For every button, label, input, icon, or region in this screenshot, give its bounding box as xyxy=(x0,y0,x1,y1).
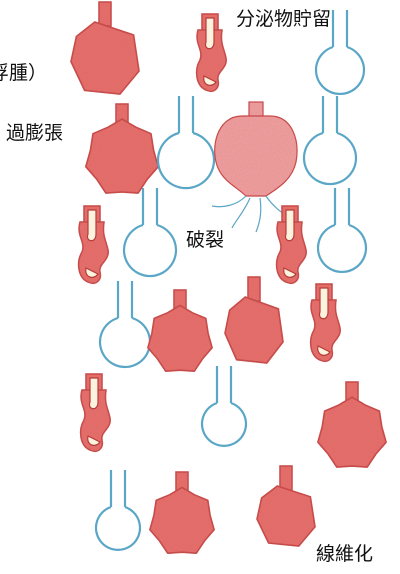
ruptured-acinus-icon xyxy=(211,101,298,233)
fibrotic-acinus-icon xyxy=(256,465,316,547)
overdistended-acinus-icon xyxy=(317,381,387,468)
overdistended-acinus-icon xyxy=(147,289,213,372)
label-secretion-retention: 分泌物貯留 xyxy=(236,8,332,30)
secretion-filled-acinus-icon xyxy=(79,373,111,452)
secretion-filled-acinus-icon xyxy=(309,283,341,362)
empty-alveolus-icon xyxy=(302,96,358,186)
empty-alveolus-icon xyxy=(316,188,368,274)
overdistended-acinus-icon xyxy=(85,103,159,194)
empty-alveolus-icon xyxy=(200,366,248,447)
label-overdistension: 過膨張 xyxy=(6,122,64,144)
label-edema: 浮腫） xyxy=(0,62,48,84)
empty-alveolus-icon xyxy=(98,281,152,369)
secretion-filled-acinus-icon xyxy=(275,205,307,284)
fibrotic-acinus-icon xyxy=(224,276,284,364)
fibrotic-acinus-icon xyxy=(70,1,140,95)
label-fibrosis: 線維化 xyxy=(316,543,374,565)
overdistended-acinus-icon xyxy=(149,471,215,554)
empty-alveolus-icon xyxy=(156,96,216,190)
empty-alveolus-icon xyxy=(314,10,366,96)
empty-alveolus-icon xyxy=(122,188,178,278)
label-rupture: 破裂 xyxy=(186,229,225,251)
secretion-filled-acinus-icon xyxy=(77,205,109,284)
empty-alveolus-icon xyxy=(94,470,142,551)
secretion-filled-acinus-icon xyxy=(195,13,227,92)
